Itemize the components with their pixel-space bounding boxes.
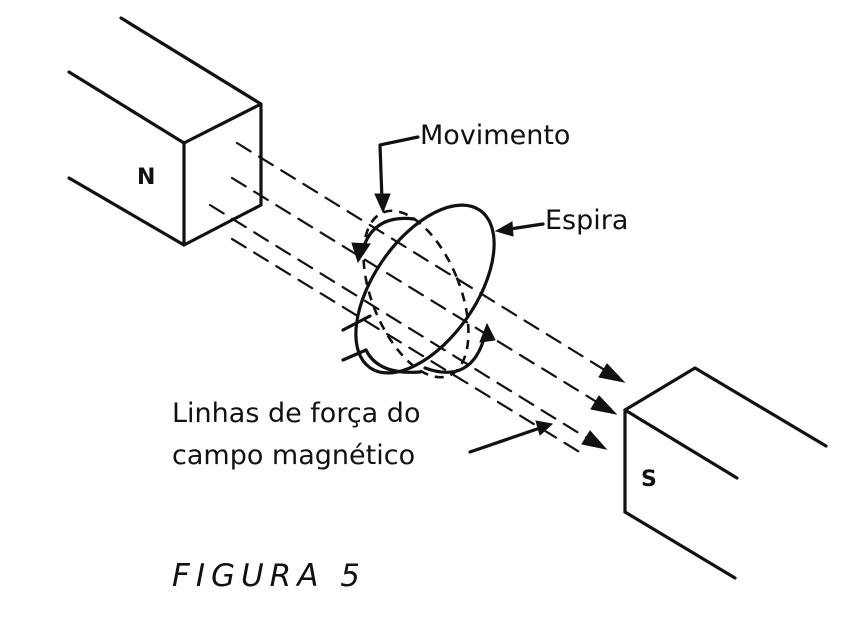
field-lines [208, 141, 626, 458]
south-magnet-front-top-edge [623, 408, 739, 480]
rotation-arrow-lower [423, 333, 487, 374]
field-line [208, 203, 592, 442]
loop-lead-upper [341, 314, 372, 332]
field-lines-label-line2: campo magnético [172, 440, 416, 471]
rotation-arrowhead-lower [479, 322, 496, 343]
figure-caption: FIGURA 5 [172, 558, 367, 594]
field-lines-leader [468, 426, 542, 454]
loop-lower-arc [364, 348, 422, 374]
loop-lead-lower [341, 348, 368, 362]
rotation-arrows [351, 216, 496, 374]
loop-leader-arrowhead [494, 221, 514, 237]
north-magnet-bottom-edge [67, 176, 186, 247]
callout-leaders [374, 135, 554, 454]
movement-label: Movimento [420, 120, 571, 151]
south-magnet-bottom-edge [623, 510, 737, 580]
loop-leader [508, 222, 545, 231]
wire-loop [341, 203, 496, 379]
north-pole-label: N [137, 165, 156, 190]
south-magnet [623, 366, 828, 580]
field-line [235, 141, 610, 374]
loop-label: Espira [545, 205, 629, 236]
rotation-arrowhead-upper [351, 242, 371, 264]
movement-leader-arrowhead [374, 193, 391, 214]
field-line [230, 176, 602, 406]
field-arrowhead [590, 395, 618, 415]
loop-front-ring [354, 203, 496, 375]
north-magnet-top-edge [67, 70, 186, 145]
north-magnet-outline [119, 16, 263, 247]
field-lines-label-line1: Linhas de força do [172, 398, 421, 429]
south-magnet-top [623, 366, 828, 448]
field-lines-leader-arrowhead [535, 420, 554, 436]
loop-rear-ring [362, 209, 470, 379]
field-arrowhead [581, 430, 608, 450]
south-pole-label: S [641, 467, 657, 492]
field-arrowhead [598, 363, 626, 383]
field-line [230, 237, 588, 458]
movement-leader [378, 135, 420, 202]
north-magnet [67, 16, 263, 247]
